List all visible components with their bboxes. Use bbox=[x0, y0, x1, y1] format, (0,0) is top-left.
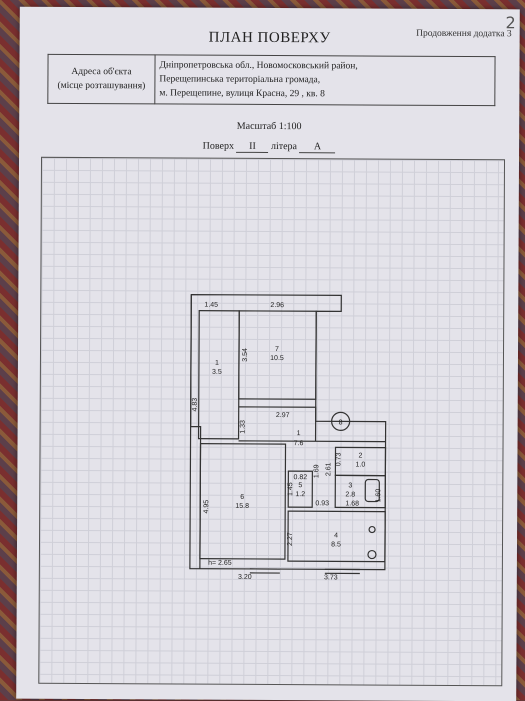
address-line3: м. Перещепине, вулиця Красна, 29 , кв. 8 bbox=[159, 88, 325, 100]
room-7-area: 10.5 bbox=[270, 355, 284, 362]
floor-line: Поверх II літера А bbox=[19, 140, 519, 155]
room-3-number: 3 bbox=[348, 482, 352, 489]
dim-2-27: 2.27 bbox=[287, 532, 294, 546]
address-label-line2: (місце розташування) bbox=[57, 80, 146, 92]
bathtub bbox=[364, 478, 380, 503]
corridor-wall bbox=[238, 406, 386, 443]
letter-label: літера bbox=[270, 141, 298, 153]
dim-3-73: 3.73 bbox=[324, 574, 338, 581]
room-2-number: 2 bbox=[358, 452, 362, 459]
dim-0-73: 0.73 bbox=[335, 452, 342, 466]
room-4-wall bbox=[287, 510, 386, 563]
dim-3-20: 3.20 bbox=[238, 574, 252, 581]
room-corridor-number: 1 bbox=[297, 430, 301, 437]
room-corridor-area: 7.6 bbox=[294, 440, 304, 447]
dim-1-45: 1.45 bbox=[204, 302, 218, 309]
floor-value: II bbox=[236, 140, 269, 153]
dim-1-68: 1.68 bbox=[345, 500, 359, 507]
letter-value: А bbox=[299, 141, 336, 154]
dim-1-69: 1.69 bbox=[313, 464, 320, 478]
dim-1-33: 1.33 bbox=[240, 420, 247, 434]
floor-plan: 8 h= 2.65 7 10.5 1 3.5 1 7.6 6 15.8 2 1.… bbox=[189, 293, 387, 581]
dim-3-54: 3.54 bbox=[242, 348, 249, 362]
room-5-area: 1.2 bbox=[295, 491, 305, 498]
room-2-area: 1.0 bbox=[356, 461, 366, 468]
dim-4-95: 4.95 bbox=[203, 500, 210, 514]
dim-0-82: 0.82 bbox=[294, 474, 308, 481]
address-value-cell: Дніпропетровська обл., Новомосковський р… bbox=[154, 54, 496, 106]
apartment-circle bbox=[331, 411, 351, 431]
dim-1-60: 1.60 bbox=[375, 489, 382, 503]
document-sheet: 2 Продовження додатка 3 ПЛАН ПОВЕРХУ Адр… bbox=[16, 6, 520, 701]
window-marks bbox=[249, 568, 360, 575]
plan-grid: 8 h= 2.65 7 10.5 1 3.5 1 7.6 6 15.8 2 1.… bbox=[38, 156, 506, 687]
room-5-wall bbox=[287, 470, 313, 508]
stove-mark bbox=[367, 549, 377, 560]
address-label-cell: Адреса об'єкта (місце розташування) bbox=[47, 54, 156, 104]
dim-2-97: 2.97 bbox=[276, 412, 290, 419]
dim-1-45-b: 1.45 bbox=[287, 482, 294, 496]
room-6-number: 6 bbox=[240, 494, 244, 501]
dim-2-61: 2.61 bbox=[325, 462, 332, 476]
room-3-wall bbox=[334, 474, 386, 509]
address-label-line1: Адреса об'єкта bbox=[71, 66, 132, 78]
sink-mark bbox=[368, 525, 376, 534]
apartment-number: 8 bbox=[339, 419, 343, 426]
page-title: ПЛАН ПОВЕРХУ bbox=[208, 29, 331, 47]
dim-2-96: 2.96 bbox=[270, 302, 284, 309]
room-7-number: 7 bbox=[275, 346, 279, 353]
room-6-area: 15.8 bbox=[235, 503, 249, 510]
room-3-area: 2.8 bbox=[345, 491, 355, 498]
address-table: Адреса об'єкта (місце розташування) Дніп… bbox=[47, 54, 496, 106]
room-1-wall bbox=[197, 310, 240, 440]
scale-label: Масштаб 1:100 bbox=[236, 120, 302, 133]
dim-4-83: 4.83 bbox=[192, 398, 199, 412]
dim-0-93: 0.93 bbox=[315, 500, 329, 507]
room-4-area: 8.5 bbox=[331, 541, 341, 548]
room-1-number: 1 bbox=[215, 360, 219, 367]
room-5-number: 5 bbox=[298, 482, 302, 489]
room-6-wall bbox=[199, 443, 287, 560]
room-4-number: 4 bbox=[334, 532, 338, 539]
room-1-area: 3.5 bbox=[212, 369, 222, 376]
floor-label: Поверх bbox=[202, 140, 235, 152]
height-note: h= 2.65 bbox=[208, 560, 232, 567]
